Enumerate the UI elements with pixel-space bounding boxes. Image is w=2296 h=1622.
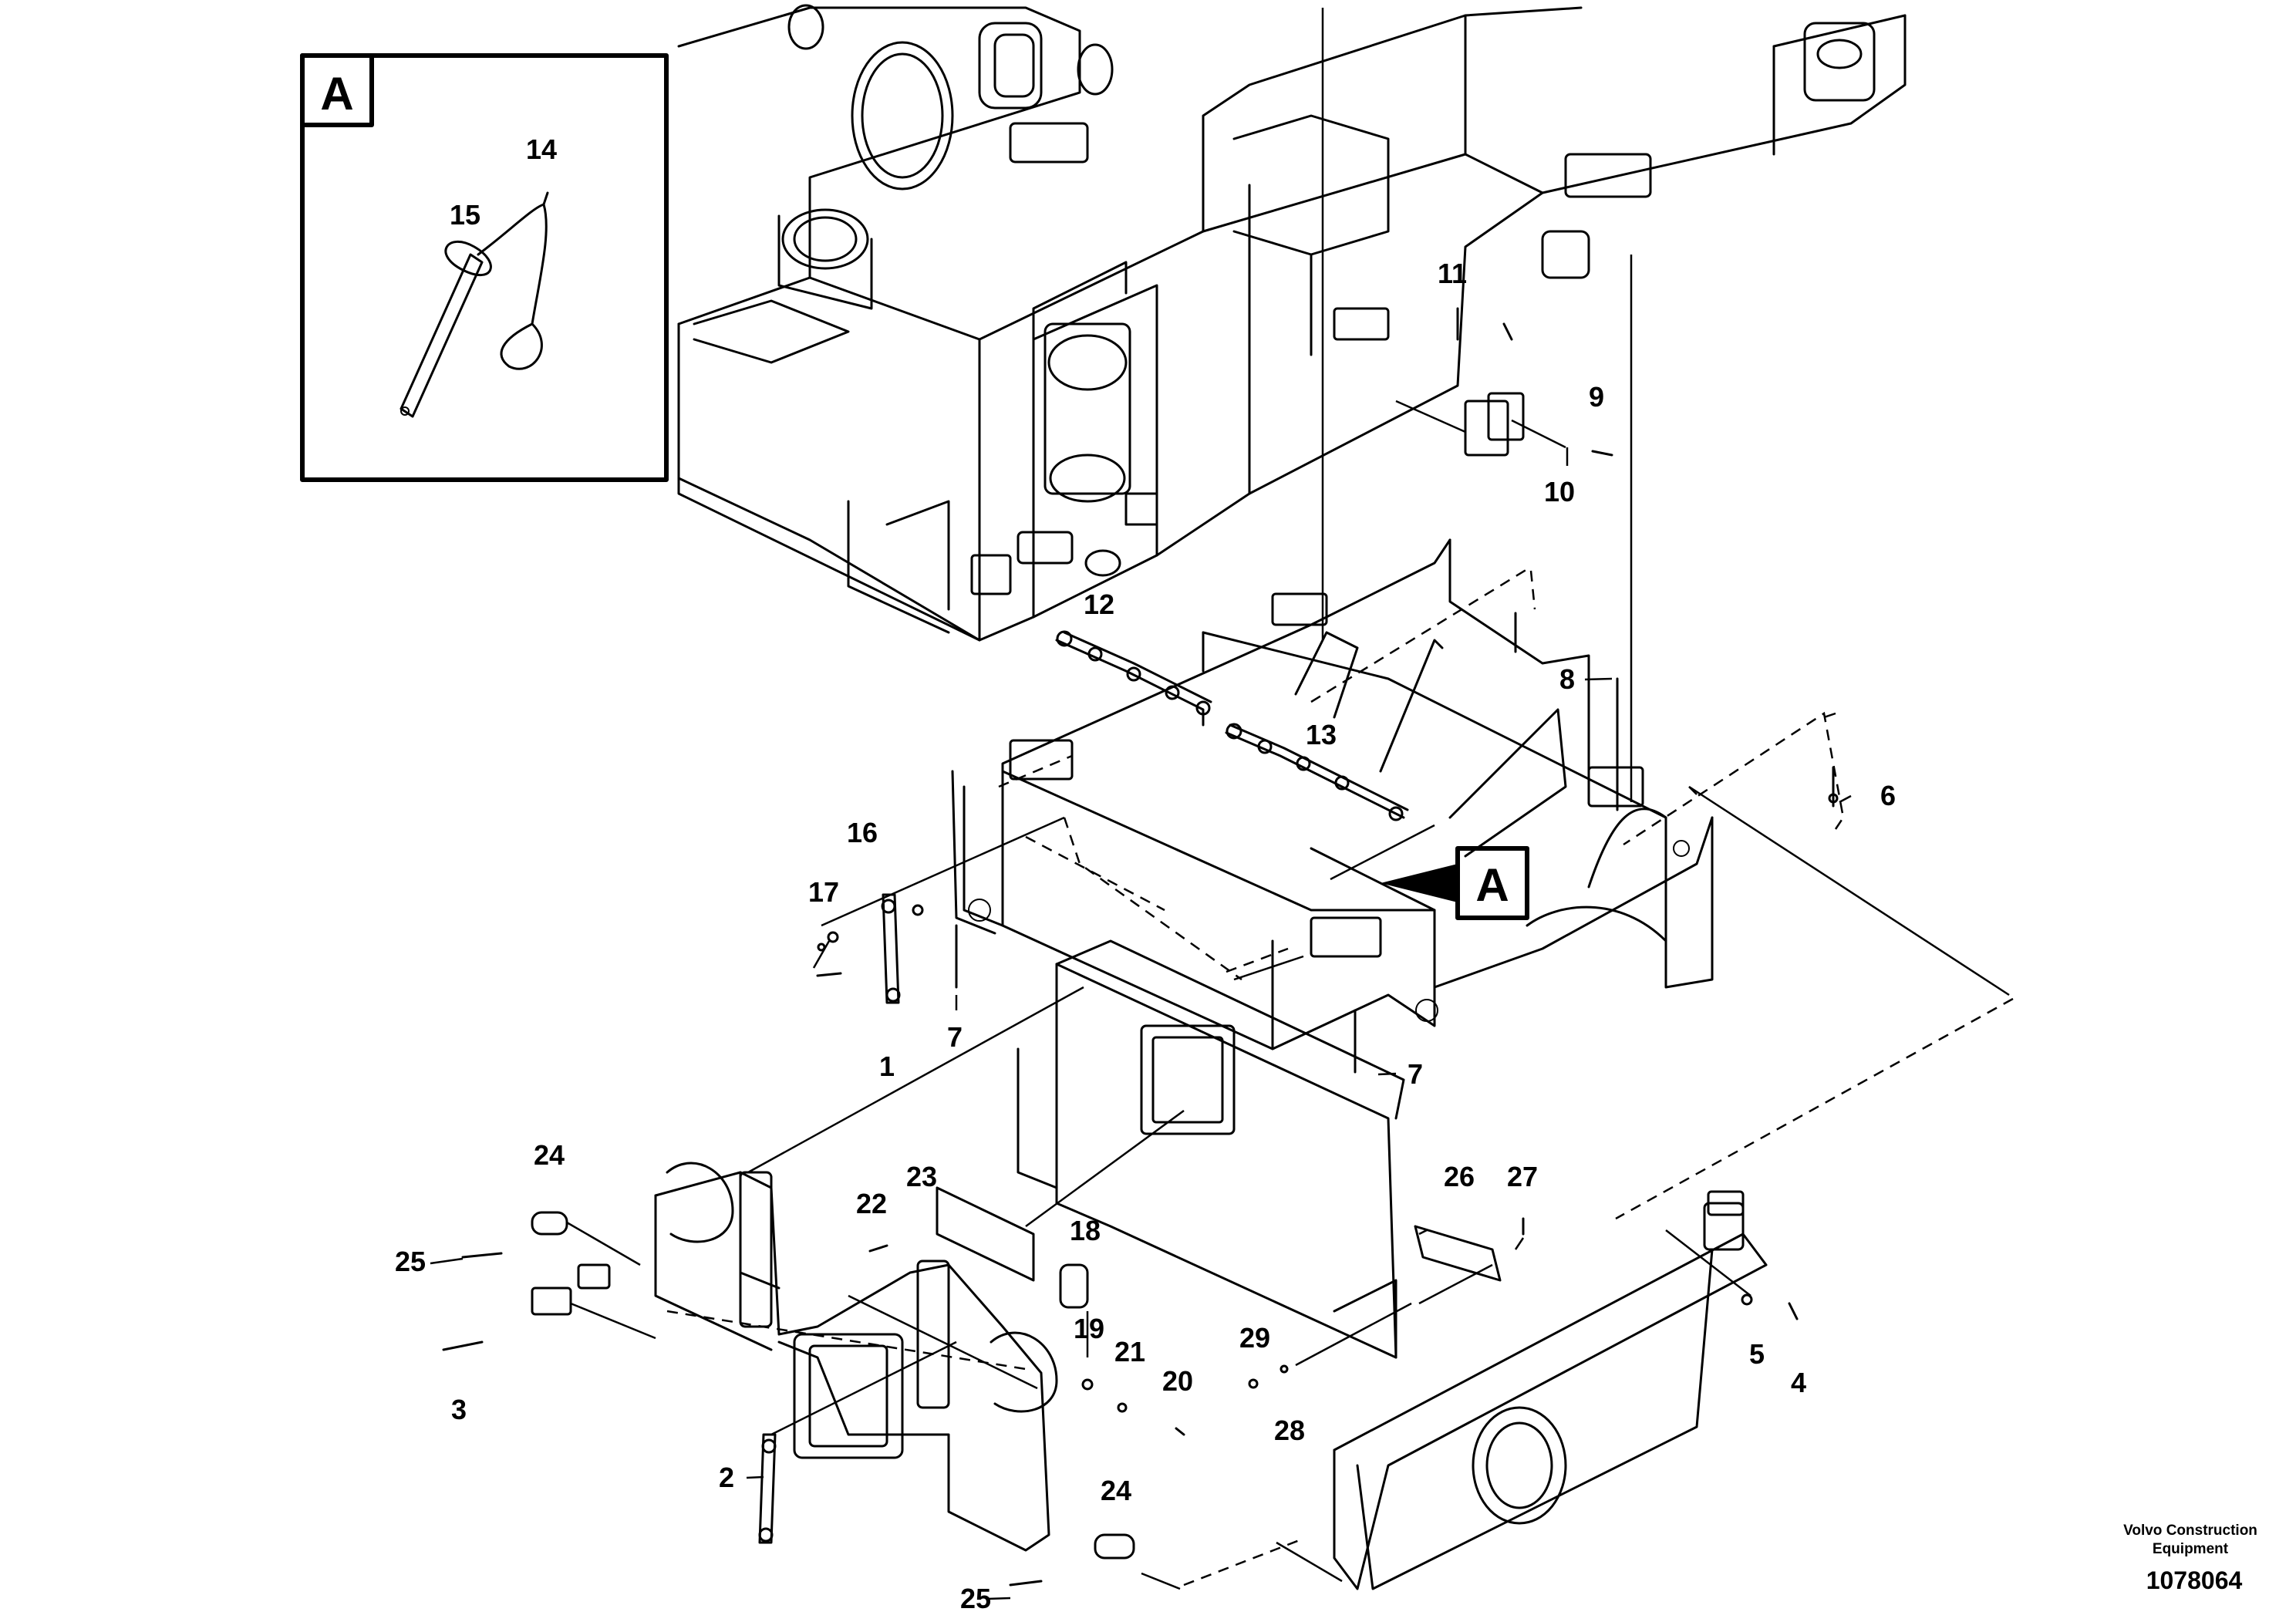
lower-right-frame — [1333, 1202, 1768, 1590]
upper-frame — [677, 4, 1907, 642]
callout-label: 7 — [947, 1021, 963, 1053]
callout-label: 3 — [451, 1394, 467, 1425]
callout-label: 17 — [808, 876, 839, 908]
callout-label: 19 — [1074, 1313, 1104, 1344]
company-line-2: Equipment — [2153, 1541, 2229, 1557]
middle-frame — [951, 538, 1714, 1050]
callout-label: 24 — [534, 1139, 565, 1171]
callout-label: 27 — [1507, 1161, 1538, 1192]
footer: Volvo Construction Equipment 1078064 — [2123, 1523, 2257, 1594]
callout-label: 1 — [879, 1050, 895, 1082]
callout-label: 4 — [1791, 1367, 1806, 1398]
section-marker-a: A — [1381, 846, 1529, 920]
callout-label: 25 — [960, 1583, 991, 1614]
company-line-1: Volvo Construction — [2123, 1523, 2257, 1539]
callout-label: 21 — [1114, 1336, 1145, 1367]
callout-label: 2 — [719, 1462, 734, 1493]
lanyard-pin — [400, 191, 549, 418]
callout-label: 16 — [847, 817, 878, 848]
callout-label: 20 — [1162, 1365, 1193, 1397]
callout-label: 15 — [450, 199, 480, 231]
callout-label: 25 — [395, 1246, 426, 1277]
callout-label: 5 — [1749, 1338, 1765, 1370]
callout-label: 13 — [1306, 719, 1337, 750]
fuel-lines — [1055, 630, 1409, 821]
leader-lines — [566, 8, 2014, 1590]
callout-label: 24 — [1101, 1475, 1131, 1506]
callout-label: 14 — [526, 133, 557, 165]
callout-labels: 14 15 11 9 10 12 8 13 6 16 17 7 7 1 24 2… — [395, 133, 1896, 1614]
callout-label: 11 — [1438, 258, 1467, 289]
callout-label: 26 — [1444, 1161, 1475, 1192]
front-plate — [1017, 939, 1405, 1359]
callout-label: 28 — [1274, 1415, 1305, 1446]
callout-label: 9 — [1589, 381, 1604, 413]
callout-label: 8 — [1559, 663, 1575, 695]
callout-label: 29 — [1239, 1322, 1270, 1354]
small-parts — [531, 392, 1745, 1560]
callout-label: 10 — [1544, 476, 1575, 508]
callout-label: 22 — [856, 1188, 887, 1219]
section-marker-letter: A — [1475, 859, 1509, 911]
document-number: 1078064 — [2146, 1566, 2243, 1594]
callout-label: 18 — [1070, 1215, 1101, 1246]
detail-view-a: A — [300, 53, 669, 482]
detail-view-letter: A — [320, 68, 353, 120]
callout-label: 12 — [1084, 588, 1114, 620]
lower-left-frame — [654, 1162, 1058, 1552]
callout-label: 6 — [1880, 780, 1896, 811]
callout-label: 7 — [1408, 1058, 1423, 1090]
callout-label: 23 — [906, 1161, 937, 1192]
fasteners — [442, 307, 1839, 1587]
